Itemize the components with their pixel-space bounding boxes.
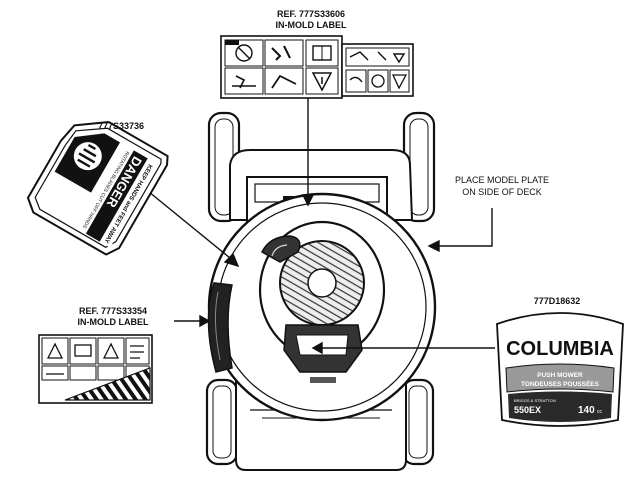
danger-decal: ROTATING BLADES CUT OFF HANDS DANGER KEE… (26, 121, 169, 256)
front-right-wheel (401, 378, 435, 466)
brand-decal-ref: 777D18632 (533, 296, 581, 306)
engine-unit: cc (597, 409, 603, 415)
brand-decal: COLUMBIA PUSH MOWER TONDEUSES POUSSÉES B… (496, 312, 624, 427)
band-line-2: TONDEUSES POUSSÉES (521, 379, 600, 388)
lower-left-label-ref: REF. 777S33354 (78, 306, 148, 316)
brand-name: COLUMBIA (506, 338, 614, 360)
danger-decal-ref: 777S33736 (97, 121, 145, 131)
lower-left-inmold-label (38, 334, 153, 404)
top-inmold-label (220, 35, 414, 99)
top-label-ref: REF. 777S33606 (276, 9, 346, 19)
lower-left-label-type: IN-MOLD LABEL (77, 317, 149, 327)
leader-lines (137, 98, 495, 355)
model-plate-note-1: PLACE MODEL PLATE (454, 175, 550, 185)
engine-model: 550EX (514, 405, 541, 415)
engine-brand: BRIGGS & STRATTON (514, 398, 556, 403)
deck-handle (207, 282, 233, 373)
top-label-type: IN-MOLD LABEL (275, 20, 347, 30)
mower-illustration (205, 111, 437, 471)
front-left-wheel (205, 378, 239, 466)
model-plate-note-2: ON SIDE OF DECK (462, 187, 542, 197)
band-line-1: PUSH MOWER (537, 372, 583, 379)
engine-displacement: 140 (578, 405, 595, 416)
